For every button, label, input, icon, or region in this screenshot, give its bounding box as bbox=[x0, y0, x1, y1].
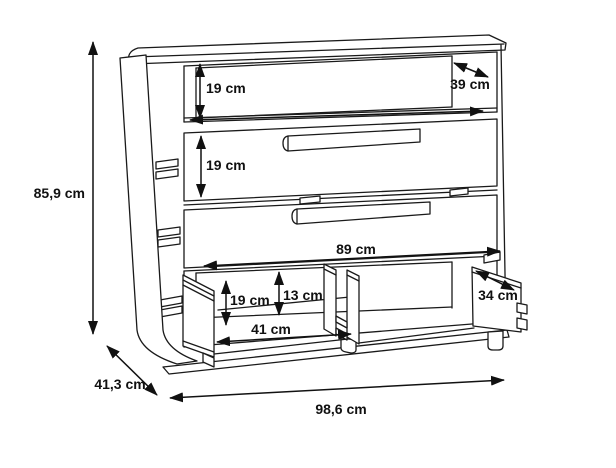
overall-width-arrow bbox=[169, 375, 505, 403]
interior-width-arrow bbox=[203, 246, 501, 271]
dimension-arrows bbox=[88, 41, 515, 403]
drawer-gap-runners bbox=[183, 187, 498, 206]
drawer-1 bbox=[183, 118, 498, 202]
top-panel-front-edge bbox=[133, 43, 505, 58]
overall-depth-label: 41,3 cm bbox=[94, 376, 145, 392]
right-front-foot bbox=[487, 330, 504, 351]
dimension-labels: 85,9 cm 41,3 cm 98,6 cm 19 cm 39 cm 19 c… bbox=[34, 76, 518, 417]
overall-height-label: 85,9 cm bbox=[34, 185, 85, 201]
niche-depth-arrow bbox=[453, 62, 489, 78]
drawer-2 bbox=[183, 194, 501, 269]
open-drawer-left bbox=[182, 274, 351, 368]
right-drawer-width-label: 34 cm bbox=[478, 287, 518, 303]
interior-width-label: 89 cm bbox=[336, 241, 376, 257]
bottom-drawer-height-label: 19 cm bbox=[230, 292, 270, 308]
center-divider bbox=[323, 263, 360, 345]
base-plinth bbox=[162, 329, 510, 375]
left-side-panel bbox=[119, 54, 198, 365]
niche-depth-label: 39 cm bbox=[450, 76, 490, 92]
left-drawer-width-arrow bbox=[216, 329, 352, 347]
bottom-inner-height-label: 13 cm bbox=[283, 287, 323, 303]
overall-depth-arrow bbox=[106, 345, 158, 396]
niche-width-arrow bbox=[189, 106, 484, 125]
overall-width-label: 98,6 cm bbox=[315, 401, 366, 417]
right-drawer-width-arrow bbox=[475, 270, 515, 291]
niche-height-label: 19 cm bbox=[206, 80, 246, 96]
top-drawer-height-label: 19 cm bbox=[206, 157, 246, 173]
drawer-slide-brackets bbox=[155, 158, 183, 318]
left-drawer-width-label: 41 cm bbox=[251, 321, 291, 337]
